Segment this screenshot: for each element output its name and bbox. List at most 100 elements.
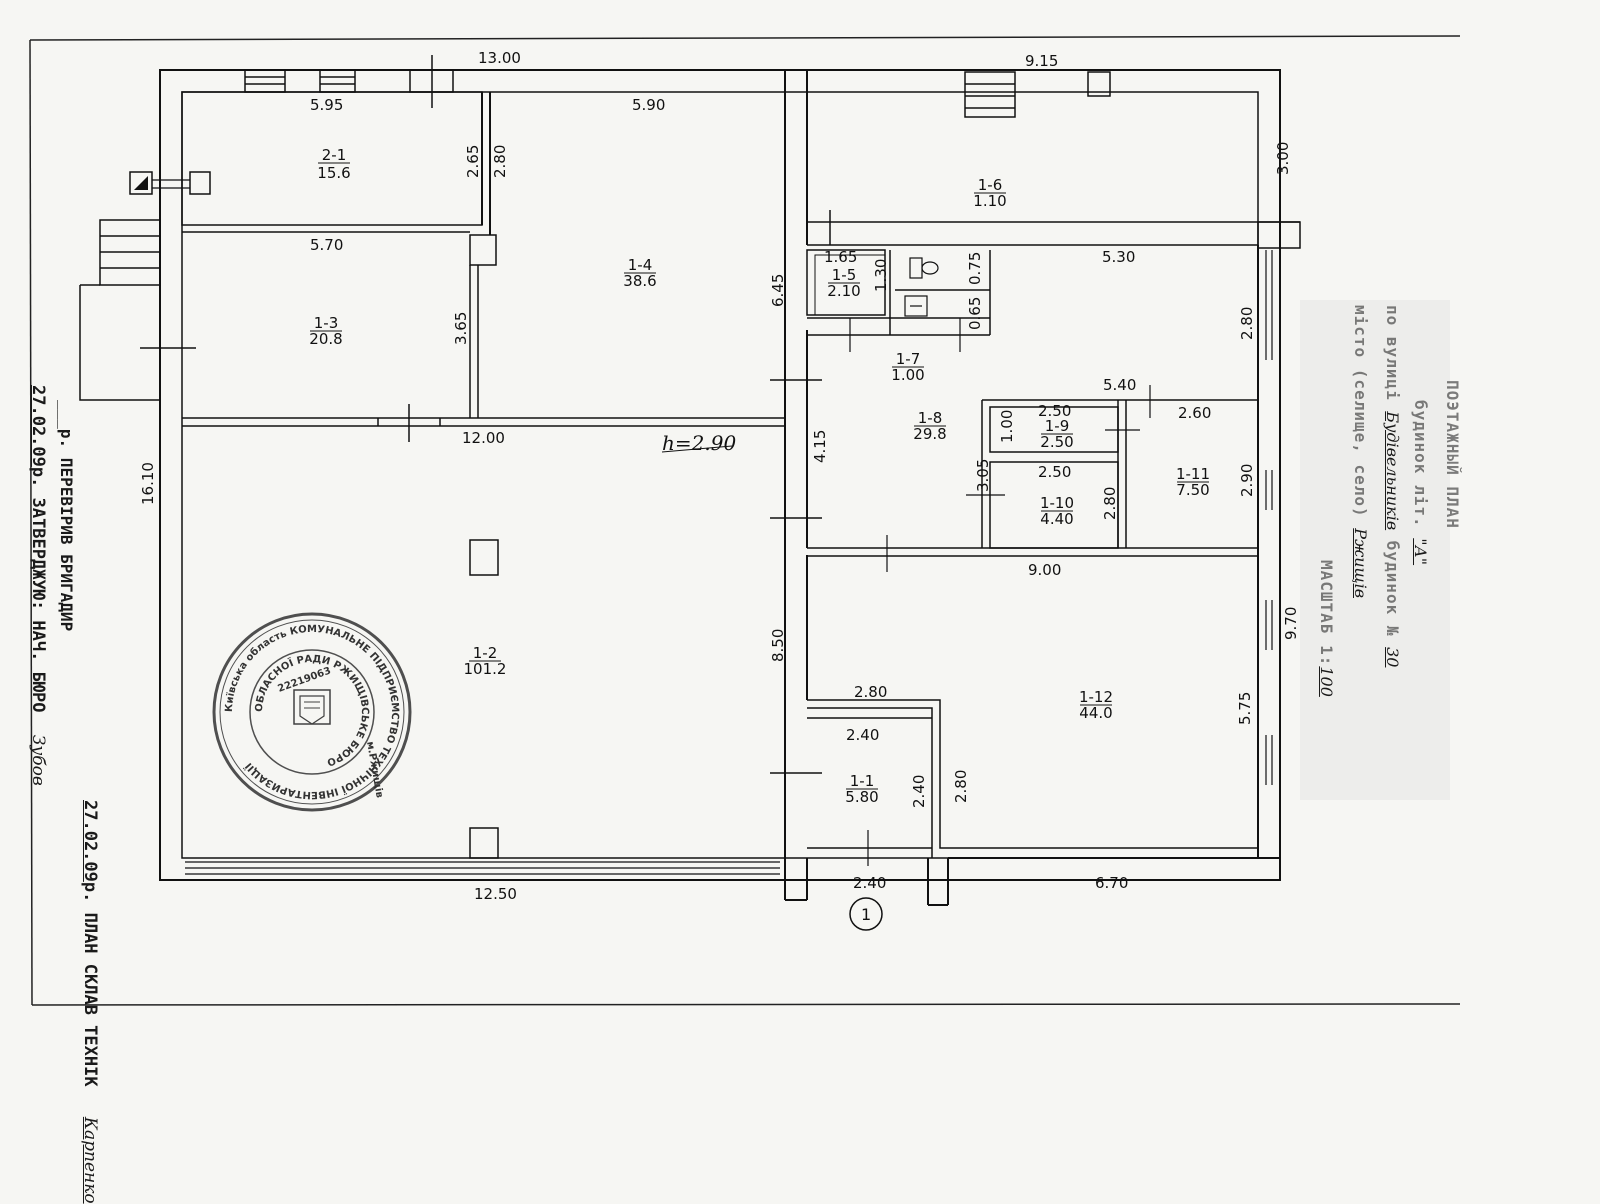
room-id: 1-11 xyxy=(1176,465,1210,483)
dim-r21-height-b: 2.80 xyxy=(491,145,509,178)
sheet-bottom-border xyxy=(31,1003,1461,1006)
room-label-1-9: 1-92.50 xyxy=(1040,417,1073,451)
dim-r21-width: 5.95 xyxy=(310,96,343,114)
room-label-1-5: 1-52.10 xyxy=(827,266,860,300)
dim-r15-width: 1.65 xyxy=(824,248,857,266)
left-annotation-1-sign: Карпенко xyxy=(80,1116,100,1204)
dim-r14-width: 5.90 xyxy=(632,96,665,114)
dimensions: 13.00 9.15 5.95 5.90 2.65 2.80 3.00 5.70… xyxy=(139,49,1300,903)
room-label-1-7: 1-71.00 xyxy=(891,350,924,384)
dim-r18-width: 5.40 xyxy=(1103,376,1136,394)
dim-r112-width: 9.00 xyxy=(1028,561,1061,579)
room-label-1-6: 1-61.10 xyxy=(973,176,1006,210)
dim-r18-height: 4.15 xyxy=(811,430,829,463)
dim-r12-width: 12.00 xyxy=(462,429,505,447)
room-area: 2.10 xyxy=(827,282,860,300)
room-area: 29.8 xyxy=(913,425,946,443)
room-1-12 xyxy=(807,699,1258,849)
dim-r110-height-b: 2.80 xyxy=(1101,487,1119,520)
dim-r110-width: 2.50 xyxy=(1038,463,1071,481)
room-id: 1-9 xyxy=(1045,417,1070,435)
right-windows xyxy=(1265,250,1273,785)
dim-corr-width: 5.30 xyxy=(1102,248,1135,266)
room-area: 2.50 xyxy=(1040,433,1073,451)
top-stair-right xyxy=(964,71,1111,118)
dim-r13-width: 5.70 xyxy=(310,236,343,254)
ventilation-box xyxy=(129,171,153,195)
meter-box xyxy=(189,171,211,195)
room-area: 44.0 xyxy=(1079,704,1112,722)
left-stairs xyxy=(79,219,161,401)
dim-r19-width: 2.50 xyxy=(1038,402,1071,420)
right-annotation-5-value: 100 xyxy=(1317,666,1336,697)
room-label-2-1: 2-115.6 xyxy=(317,146,350,182)
interior-outline xyxy=(181,91,1259,859)
left-annotation-3-sign: Зубов xyxy=(28,734,48,786)
right-annotation-1: ПОЭТАЖНЫЙ ПЛАН xyxy=(1443,380,1462,529)
dim-r111-width: 2.60 xyxy=(1178,404,1211,422)
dim-r112-left: 2.80 xyxy=(952,770,970,803)
dim-r11-width: 2.40 xyxy=(846,726,879,744)
dim-r111-height: 2.90 xyxy=(1238,464,1256,497)
right-annotation-2-value: "А" xyxy=(1411,538,1430,566)
dim-r110-height-a: 3.05 xyxy=(974,459,992,492)
right-annotation-4-city: Ржищів xyxy=(1351,528,1370,598)
room-area: 101.2 xyxy=(464,660,507,678)
sheet-left-border xyxy=(29,39,33,1006)
room-label-1-10: 1-104.40 xyxy=(1040,494,1074,528)
sheet-top-border xyxy=(29,35,1461,41)
room-id: 2-1 xyxy=(322,146,347,164)
left-annotation-1-date: 27.02.09 xyxy=(80,800,100,882)
floor-plan-sheet: 13.00 9.15 5.95 5.90 2.65 2.80 3.00 5.70… xyxy=(29,35,1461,1006)
right-annotation-5-label: МАСШТАБ 1: xyxy=(1317,560,1336,667)
entrance-marker: 1 xyxy=(849,897,883,931)
right-annotation-5: МАСШТАБ 1:100 xyxy=(1317,560,1336,697)
top-window-left xyxy=(244,55,454,108)
dim-r112-right: 5.75 xyxy=(1236,692,1254,725)
room-label-1-1: 1-15.80 xyxy=(845,772,878,806)
exterior-wall xyxy=(159,69,1281,881)
room-id: 1-4 xyxy=(628,256,653,274)
dim-top-left: 13.00 xyxy=(478,49,521,67)
right-annotation-block xyxy=(1300,300,1450,800)
room-id: 1-2 xyxy=(473,644,498,662)
dim-r12-mid: 8.50 xyxy=(769,629,787,662)
dim-r21-height-a: 2.65 xyxy=(464,145,482,178)
dim-bottom-mid: 2.40 xyxy=(853,874,886,892)
room-area: 7.50 xyxy=(1176,481,1209,499)
room-id: 1-8 xyxy=(918,409,943,427)
left-annotation-2-text: р. ПЕРЕВІРИВ БРИГАДИР xyxy=(57,428,76,632)
dim-r15-height: 1.30 xyxy=(872,259,890,292)
dim-r14-height: 6.45 xyxy=(769,274,787,307)
dim-top-right: 9.15 xyxy=(1025,52,1058,70)
dim-wc-b: 0.65 xyxy=(966,297,984,330)
dim-bottom-left: 12.50 xyxy=(474,885,517,903)
room-id: 1-7 xyxy=(896,350,921,368)
room-id: 1-10 xyxy=(1040,494,1074,512)
room-labels: 2-115.61-438.61-61.101-320.81-52.101-71.… xyxy=(309,146,1210,806)
room-id: 1-5 xyxy=(832,266,857,284)
right-annotation-2: будинок літ. "А" xyxy=(1411,400,1430,565)
floor-plan xyxy=(79,55,1301,906)
room-id: 1-3 xyxy=(314,314,339,332)
bottom-windows xyxy=(185,861,780,875)
entrance-marker-label: 1 xyxy=(861,905,871,924)
room-area: 20.8 xyxy=(309,330,342,348)
left-annotation-3: 27.02.09р. ЗАТВЕРДЖУЮ: НАЧ. БЮРО Зубов xyxy=(28,385,48,786)
room-area: 4.40 xyxy=(1040,510,1073,528)
room-label-1-3: 1-320.8 xyxy=(309,314,342,348)
right-annotation-1-text: ПОЭТАЖНЫЙ ПЛАН xyxy=(1443,380,1462,529)
dim-bottom-right: 6.70 xyxy=(1095,874,1128,892)
right-annotation-4: місто (селище, село) Ржищів xyxy=(1351,305,1370,598)
right-annotation-3-number: 30 xyxy=(1383,647,1402,668)
left-annotation-1-text: р. ПЛАН СКЛАВ ТЕХНІК xyxy=(80,881,100,1087)
dim-corr-height: 2.80 xyxy=(1238,307,1256,340)
column xyxy=(469,827,499,859)
toilet-icon xyxy=(909,257,939,279)
room-label-1-11: 1-117.50 xyxy=(1176,465,1210,499)
left-annotation-1: 27.02.09р. ПЛАН СКЛАВ ТЕХНІК Карпенко xyxy=(80,800,100,1204)
right-annotation-3: по вулиці Будівельників будинок № 30 xyxy=(1383,305,1402,667)
dim-left-total: 16.10 xyxy=(139,462,157,505)
